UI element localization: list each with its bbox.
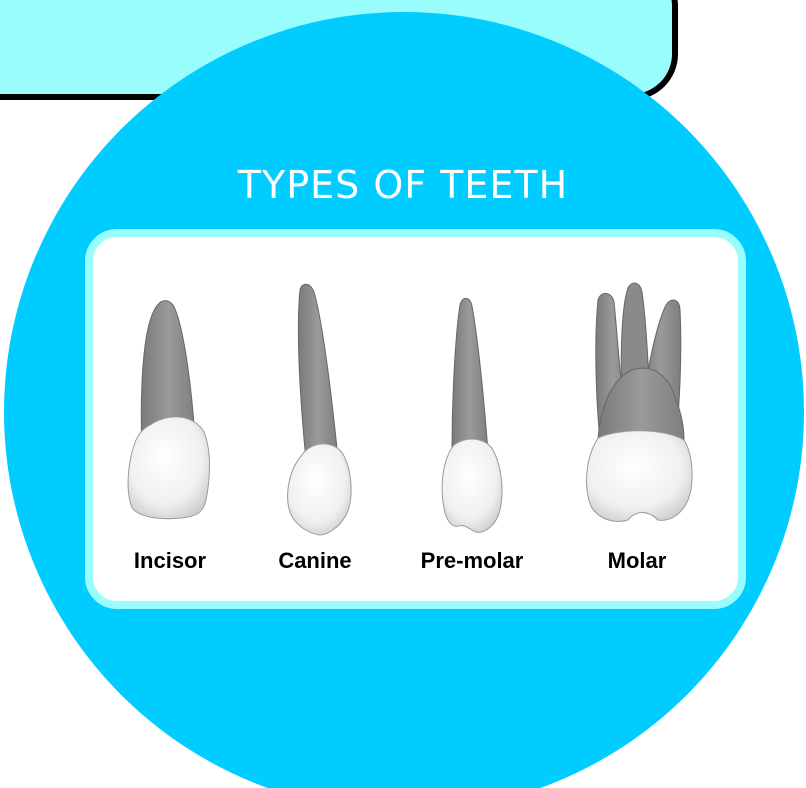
- incisor-label: Incisor: [90, 548, 250, 574]
- pre-molar-crown: [442, 439, 502, 532]
- pre-molar-illustration: [442, 298, 502, 532]
- incisor-crown: [128, 417, 209, 519]
- molar-illustration: [587, 283, 693, 521]
- pre-molar-root: [452, 298, 488, 452]
- canine-label: Canine: [235, 548, 395, 574]
- canine-root: [298, 284, 338, 460]
- canine-illustration: [288, 284, 351, 535]
- molar-label: Molar: [557, 548, 717, 574]
- molar-crown: [587, 431, 693, 522]
- pre-molar-label: Pre-molar: [392, 548, 552, 574]
- canine-crown: [288, 444, 351, 535]
- incisor-illustration: [128, 301, 209, 519]
